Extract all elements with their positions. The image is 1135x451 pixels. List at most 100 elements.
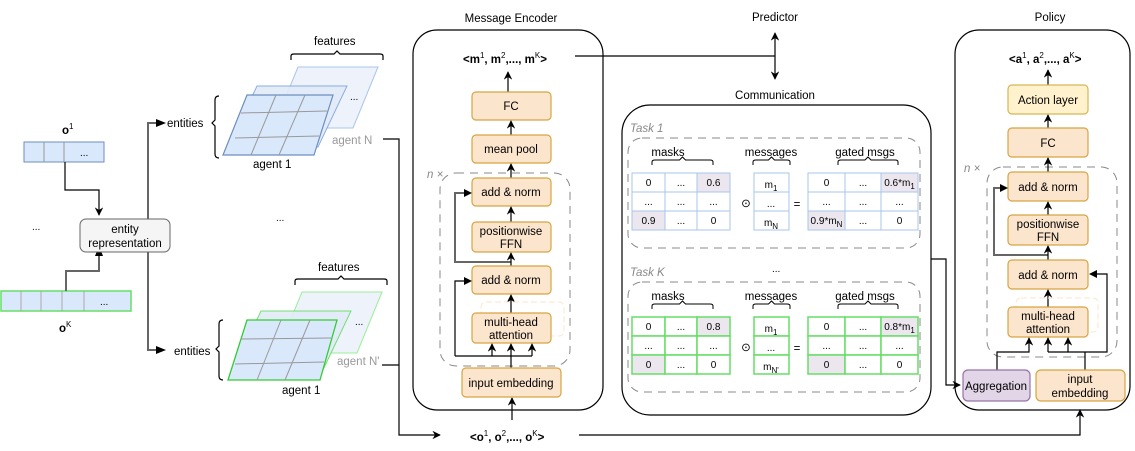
- policy-mha-box[interactable]: [1007, 306, 1089, 338]
- policy-residual-top-arrowhead: [1000, 184, 1008, 192]
- policy-fc-box[interactable]: [1007, 127, 1089, 158]
- policy-action-layer-box[interactable]: [1007, 84, 1089, 115]
- message-cell-value: mN: [764, 218, 778, 231]
- gated-cell-value: ...: [895, 197, 903, 208]
- tensor-top-ellipsis: ...: [350, 92, 358, 103]
- messages-brace: [752, 300, 791, 309]
- policy-fc-block[interactable]: FC: [1007, 127, 1089, 158]
- gated-cell-value: ...: [822, 341, 830, 352]
- policy-action-layer-block[interactable]: Action layer: [1007, 84, 1089, 115]
- policy-q-arrow: [996, 337, 1034, 370]
- encoder-input-embedding-box[interactable]: [461, 367, 562, 398]
- encoder-mha-box[interactable]: [471, 312, 552, 344]
- obs-between-ellipsis: ...: [32, 222, 40, 233]
- policy-add-norm-bottom-box[interactable]: [1007, 259, 1089, 290]
- message-cell-value: mN': [763, 362, 779, 375]
- communication-box: [621, 104, 932, 416]
- policy-add-norm-bottom-block[interactable]: add & norm: [1007, 259, 1089, 290]
- equals-operator: =: [794, 343, 801, 355]
- encoder-add-norm-top-block[interactable]: add & norm: [471, 177, 552, 207]
- policy-residual-bottom-arrowhead: [1089, 270, 1097, 278]
- communication-title: Communication: [735, 90, 815, 102]
- mask-cell-value: 0: [711, 216, 717, 227]
- messages-vector: m1...mN: [753, 172, 790, 231]
- encoder-ffn-label1: positionwise: [480, 226, 543, 238]
- features-brace-top: [290, 50, 384, 60]
- tensor-grid-line: [240, 110, 328, 114]
- message-cell-value: ...: [767, 343, 775, 354]
- encoder-input-embedding-label: input embedding: [468, 378, 553, 390]
- policy-ffn-label2: FFN: [1037, 232, 1059, 244]
- gated-cell-value: 0.8*m1: [884, 322, 915, 335]
- entities-bottom-arrowhead: [156, 346, 166, 354]
- encoder-add-norm-top-label: add & norm: [481, 187, 540, 199]
- policy-add-norm-top-box[interactable]: [1007, 171, 1089, 202]
- policy-emb-label1: input: [1068, 374, 1094, 386]
- gated-brace: [837, 300, 899, 309]
- gated-cell-value: 0: [897, 360, 903, 371]
- encoder-residual-top-arrowhead: [464, 189, 472, 197]
- mask-cell-value: 0: [711, 360, 717, 371]
- policy-input-embedding-block[interactable]: input embedding: [1035, 369, 1126, 402]
- policy-mha-block[interactable]: multi-head attention: [1007, 306, 1089, 338]
- policy-add-norm-top-label: add & norm: [1018, 182, 1077, 194]
- encoder-mean-pool-block[interactable]: mean pool: [471, 134, 552, 164]
- mask-cell-value: 0: [646, 178, 652, 189]
- encoder-ffn-label2: FFN: [500, 239, 522, 251]
- predictor-title: Predictor: [752, 12, 798, 24]
- encoder-mha-block[interactable]: multi-head attention: [471, 312, 552, 344]
- policy-repeat-label: n ×: [964, 163, 981, 175]
- encoder-mean-pool-box[interactable]: [471, 134, 552, 164]
- mask-cell-value: 0: [646, 360, 652, 371]
- message-cell-value: m1: [765, 180, 778, 193]
- policy-input-embedding-box[interactable]: [1035, 369, 1126, 402]
- encoder-fc-block[interactable]: FC: [471, 91, 552, 121]
- tensor-grid-line: [256, 319, 282, 381]
- encoder-add-norm-bottom-block[interactable]: add & norm: [471, 265, 552, 295]
- tasks-between-ellipsis: ...: [772, 264, 780, 275]
- tensors-between-ellipsis: ...: [276, 213, 284, 224]
- encoder-ffn-block[interactable]: positionwise FFN: [471, 221, 552, 253]
- gated-cell-value: 0: [824, 322, 830, 333]
- policy-mha-label2: attention: [1026, 324, 1070, 336]
- gated-cell-value: 0.9*mN: [811, 216, 843, 229]
- masks-matrix: 0...0.6.........0.9...0: [631, 172, 731, 231]
- entity-representation-box[interactable]: [79, 218, 171, 253]
- policy-ffn-block[interactable]: positionwise FFN: [1007, 214, 1089, 246]
- task-label: Task K: [630, 267, 666, 279]
- tensor-grid-line: [240, 337, 332, 340]
- policy-emb-label2: embedding: [1052, 388, 1109, 400]
- encoder-add-norm-top-box[interactable]: [471, 177, 552, 207]
- encoder-ffn-box[interactable]: [471, 221, 552, 253]
- entity-representation-block[interactable]: entity representation: [79, 218, 171, 253]
- masks-matrix: 0...0.8.........0...0: [631, 316, 731, 375]
- encoder-input-embedding-block[interactable]: input embedding: [461, 367, 562, 398]
- encoder-add-norm-bottom-box[interactable]: [471, 265, 552, 295]
- encoder-fc-label: FC: [503, 101, 518, 113]
- policy-ffn-box[interactable]: [1007, 214, 1089, 246]
- policy-aggregation-block[interactable]: Aggregation: [962, 369, 1031, 402]
- mask-cell-value: 0.6: [707, 178, 721, 189]
- mask-cell-value: ...: [644, 341, 652, 352]
- entity-to-top-line: [147, 122, 160, 219]
- entities-label-top: entities: [167, 118, 204, 130]
- policy-aggregation-box[interactable]: [962, 369, 1031, 402]
- mask-cell-value: ...: [677, 360, 685, 371]
- features-label-top: features: [314, 36, 356, 48]
- encoder-fc-box[interactable]: [471, 91, 552, 121]
- mask-cell-value: ...: [677, 341, 685, 352]
- mask-cell-value: 0: [646, 322, 652, 333]
- communication-to-aggregation-arrow: [931, 258, 961, 390]
- policy-fc-label: FC: [1040, 138, 1055, 150]
- encoder-mha-label1: multi-head: [484, 317, 538, 329]
- task-dashed-container: [627, 137, 921, 249]
- masks-label: masks: [651, 291, 684, 303]
- mask-cell-value: ...: [709, 341, 717, 352]
- features-brace-bottom: [294, 275, 388, 285]
- policy-add-norm-top-block[interactable]: add & norm: [1007, 171, 1089, 202]
- gated-cell-value: ...: [895, 341, 903, 352]
- agent-1-label-top: agent 1: [253, 159, 291, 171]
- policy-residual-top: [993, 187, 1048, 256]
- message-cell-value: m1: [765, 324, 778, 337]
